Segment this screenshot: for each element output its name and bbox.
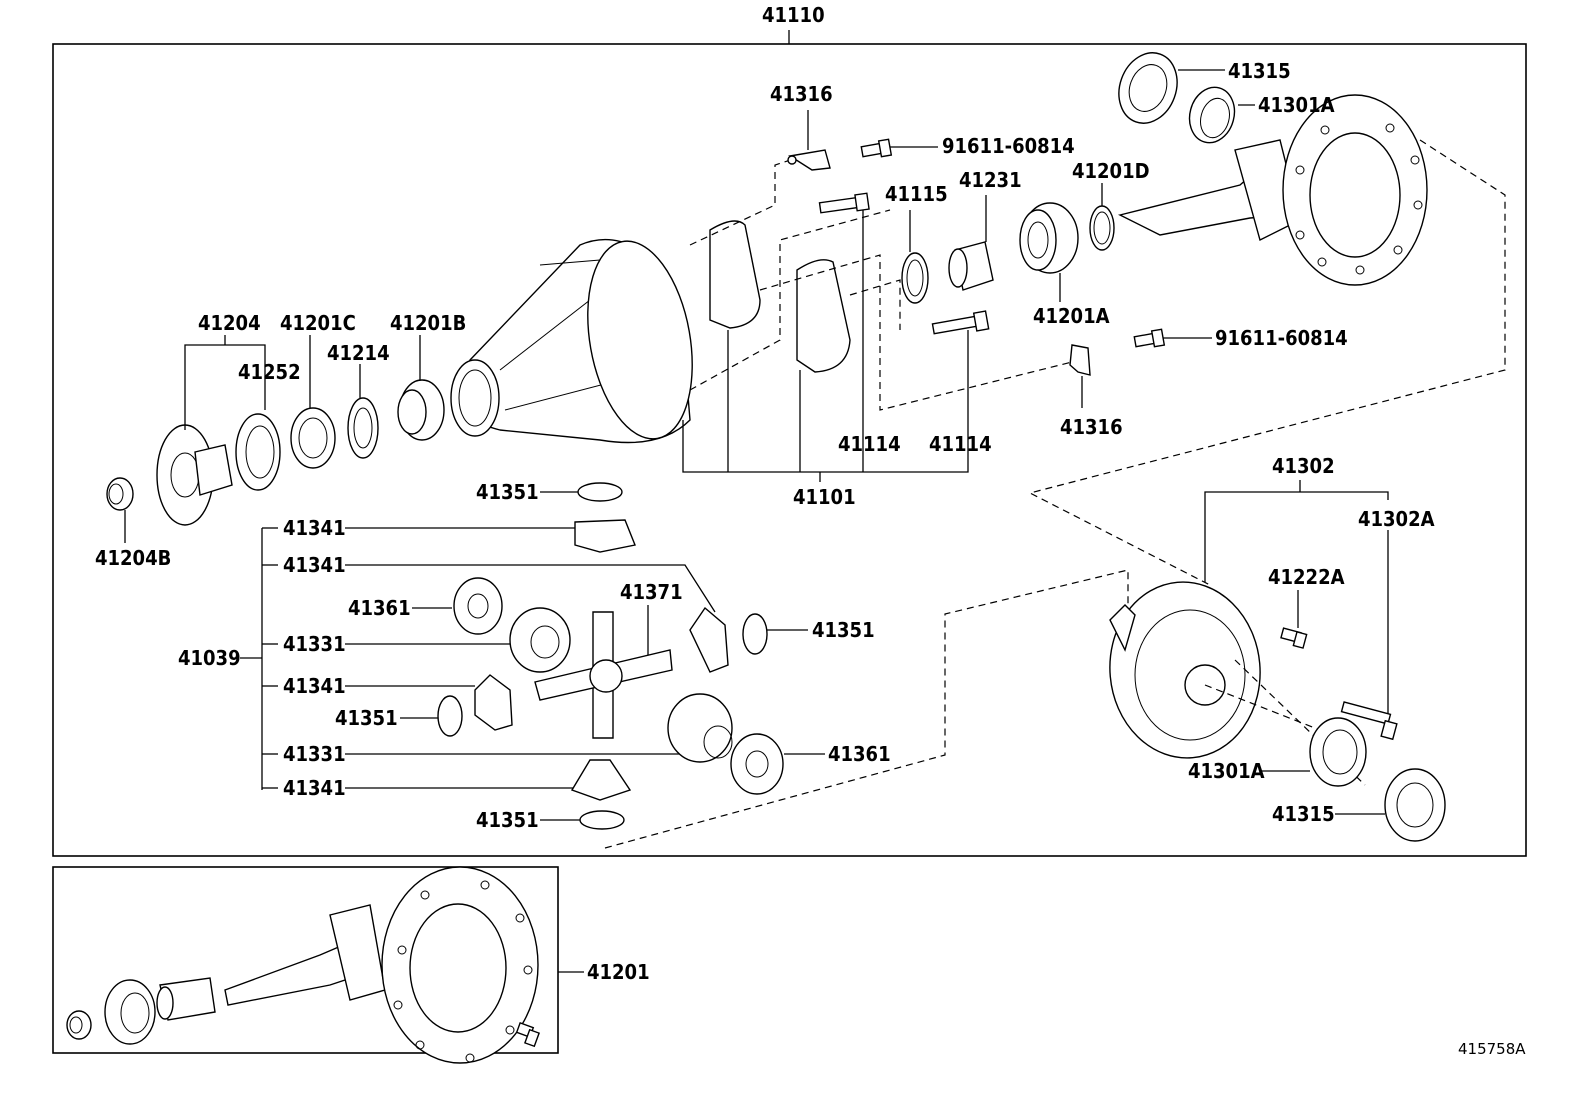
label-41351-c: 41351 — [335, 706, 398, 730]
label-41302A: 41302A — [1358, 507, 1435, 531]
lock-plate-top — [788, 149, 831, 171]
side-thrust-washer-lower — [730, 733, 784, 795]
label-41315-bottom: 41315 — [1272, 802, 1335, 826]
cap-bolt-upper — [818, 192, 870, 214]
pinion-spider — [534, 611, 673, 739]
label-41214: 41214 — [327, 341, 390, 365]
label-41114-a: 41114 — [838, 432, 901, 456]
ring-gear-pinion-top — [1117, 94, 1428, 286]
label-41301A-top: 41301A — [1258, 93, 1335, 117]
thrust-washer-top — [577, 482, 623, 502]
label-41231: 41231 — [959, 168, 1022, 192]
label-91611-top: 91611-60814 — [942, 134, 1075, 158]
figure-code: 415758A — [1458, 1040, 1526, 1058]
label-41201D: 41201D — [1072, 159, 1150, 183]
bearing-41201B — [397, 379, 445, 441]
label-41361-b: 41361 — [828, 742, 891, 766]
label-41331-a: 41331 — [283, 632, 346, 656]
label-41331-b: 41331 — [283, 742, 346, 766]
lock-plate-mid — [1069, 344, 1091, 376]
oil-seal-41115 — [901, 252, 929, 304]
pinion-gear-top — [574, 519, 636, 553]
oil-seal-41201C — [290, 407, 336, 469]
label-41371: 41371 — [620, 580, 683, 604]
ring-gear-bolt — [1340, 701, 1398, 741]
label-41361-a: 41361 — [348, 596, 411, 620]
label-41115: 41115 — [885, 182, 948, 206]
roller-cage-bottom — [1384, 768, 1446, 842]
label-41204: 41204 — [198, 311, 261, 335]
side-gear-upper — [509, 607, 571, 673]
label-41201-inset: 41201 — [587, 960, 650, 984]
thrust-washer-bottom — [579, 810, 625, 830]
differential-case — [1109, 581, 1261, 759]
side-gear-lower — [667, 693, 733, 763]
label-41114-b: 41114 — [929, 432, 992, 456]
label-41341-a: 41341 — [283, 516, 346, 540]
label-41351-d: 41351 — [476, 808, 539, 832]
spacer-41231 — [948, 241, 994, 291]
pinion-gear-bottom — [570, 759, 632, 801]
label-41201A: 41201A — [1033, 304, 1110, 328]
label-41316-mid: 41316 — [1060, 415, 1123, 439]
label-41316-top: 41316 — [770, 82, 833, 106]
inset-ring-pinion-set — [66, 866, 540, 1064]
side-thrust-washer-upper — [453, 577, 503, 635]
flange-nut — [106, 477, 134, 511]
label-41302: 41302 — [1272, 454, 1335, 478]
label-41252: 41252 — [238, 360, 301, 384]
bearing-41201A — [1019, 202, 1079, 274]
bearing-cap-left — [709, 220, 761, 329]
label-41301A-bottom: 41301A — [1188, 759, 1265, 783]
bearing-race-bottom — [1309, 717, 1367, 787]
label-41341-d: 41341 — [283, 776, 346, 800]
companion-flange — [156, 424, 233, 526]
thrust-washer-left — [437, 695, 463, 737]
pinion-gear-right — [689, 606, 729, 673]
label-41201B: 41201B — [390, 311, 466, 335]
cap-bolt-lower — [931, 310, 990, 335]
label-91611-mid: 91611-60814 — [1215, 326, 1348, 350]
oil-slinger — [347, 397, 379, 459]
label-41101: 41101 — [793, 485, 856, 509]
label-41039: 41039 — [178, 646, 241, 670]
case-bolt-41222A — [1280, 627, 1308, 649]
bearing-race-top — [1188, 86, 1236, 144]
label-41351-a: 41351 — [476, 480, 539, 504]
bolt-91611-top — [860, 138, 893, 158]
carrier-housing — [450, 238, 693, 444]
thrust-washer-right — [742, 613, 768, 655]
label-41315-top: 41315 — [1228, 59, 1291, 83]
bearing-cap-right — [796, 259, 851, 373]
label-41201C: 41201C — [280, 311, 356, 335]
roller-cage-top — [1118, 52, 1178, 124]
assembly-label: 41110 — [762, 3, 825, 27]
bolt-91611-mid — [1133, 328, 1166, 348]
inset-frame — [52, 866, 559, 1054]
label-41222A: 41222A — [1268, 565, 1345, 589]
label-41341-c: 41341 — [283, 674, 346, 698]
pinion-gear-left — [474, 674, 513, 731]
label-41341-b: 41341 — [283, 553, 346, 577]
dust-deflector — [235, 413, 281, 491]
label-41351-b: 41351 — [812, 618, 875, 642]
label-41204B: 41204B — [95, 546, 171, 570]
